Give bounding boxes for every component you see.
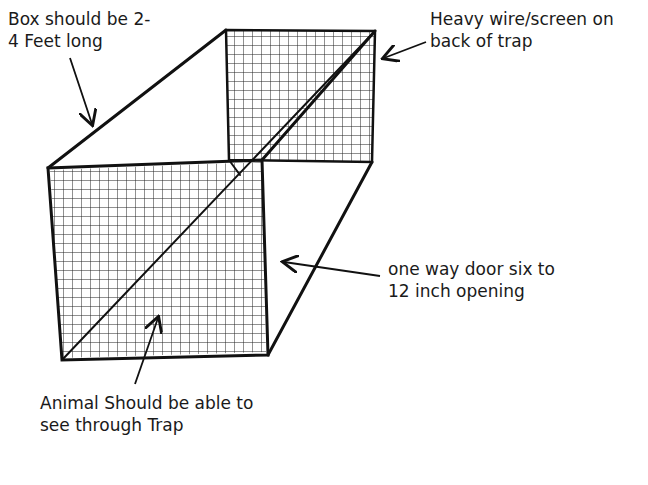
length-note: Box should be 2-4 Feet long xyxy=(8,8,153,52)
back-screen xyxy=(226,30,375,162)
visibility-note: Animal Should be able to see through Tra… xyxy=(40,392,275,436)
back-screen-note: Heavy wire/screen on back of trap xyxy=(430,8,640,52)
box-frame xyxy=(48,30,375,360)
leader-arrows xyxy=(70,42,426,384)
door-note: one way door six to 12 inch opening xyxy=(388,258,578,302)
